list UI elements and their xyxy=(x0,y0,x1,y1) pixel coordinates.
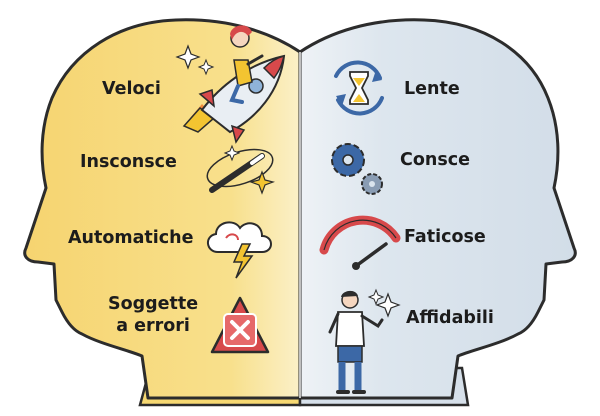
label-line-2: a errori xyxy=(116,316,190,336)
storm-cloud-icon xyxy=(207,221,272,279)
gears-icon xyxy=(331,143,383,195)
label-veloci: Veloci xyxy=(102,79,161,99)
label-line-1: Soggette xyxy=(108,294,199,314)
label-automatiche: Automatiche xyxy=(68,228,194,248)
error-x-icon xyxy=(210,296,270,354)
rocket-rider-icon xyxy=(175,25,286,144)
standing-person-icon xyxy=(328,288,401,394)
gauge-icon xyxy=(319,215,401,270)
label-soggette-a-errori: Soggette a errori xyxy=(108,293,198,337)
right-head-silhouette xyxy=(298,18,577,400)
hourglass-cycle-icon xyxy=(334,60,384,116)
magic-wand-icon xyxy=(206,144,276,195)
label-consce: Consce xyxy=(400,150,470,170)
label-affidabili: Affidabili xyxy=(406,308,494,328)
label-faticose: Faticose xyxy=(404,227,486,247)
label-insconsce: Insconsce xyxy=(80,152,177,172)
label-lente: Lente xyxy=(404,79,460,99)
